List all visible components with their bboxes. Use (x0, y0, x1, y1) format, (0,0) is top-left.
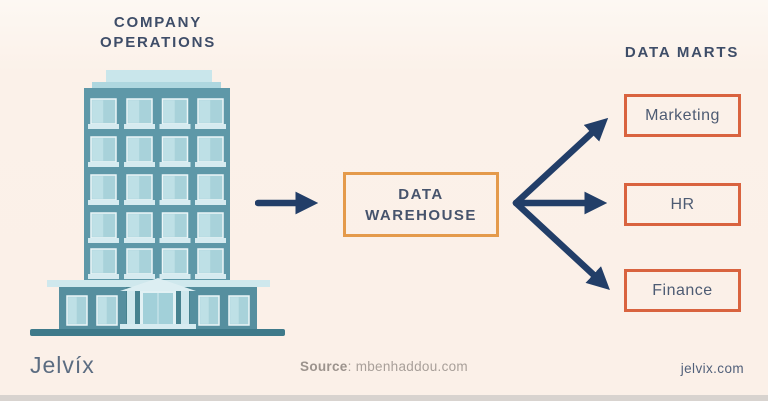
mart-box-marketing: Marketing (624, 94, 741, 137)
mart-box-finance: Finance (624, 269, 741, 312)
mart-label-finance: Finance (652, 281, 713, 299)
company-building-illustration (30, 70, 285, 336)
jelvix-website-link[interactable]: jelvix.com (680, 361, 744, 376)
source-label: Source (300, 359, 348, 374)
data-warehouse-label: DATA WAREHOUSE (365, 185, 477, 224)
mart-label-hr: HR (670, 195, 695, 213)
data-marts-title: DATA MARTS (624, 44, 740, 61)
data-warehouse-box: DATA WAREHOUSE (343, 172, 499, 237)
arrow-building-to-warehouse-icon (255, 191, 319, 215)
company-operations-title: COMPANY OPERATIONS (99, 14, 217, 51)
arrows-warehouse-to-marts-icon (512, 117, 610, 290)
mart-label-marketing: Marketing (645, 106, 720, 124)
bottom-edge-strip (0, 395, 768, 401)
jelvix-logo: Jelvíx (30, 352, 95, 378)
source-value: : mbenhaddou.com (347, 359, 468, 374)
mart-box-hr: HR (624, 183, 741, 226)
source-attribution: Source: mbenhaddou.com (0, 359, 768, 374)
